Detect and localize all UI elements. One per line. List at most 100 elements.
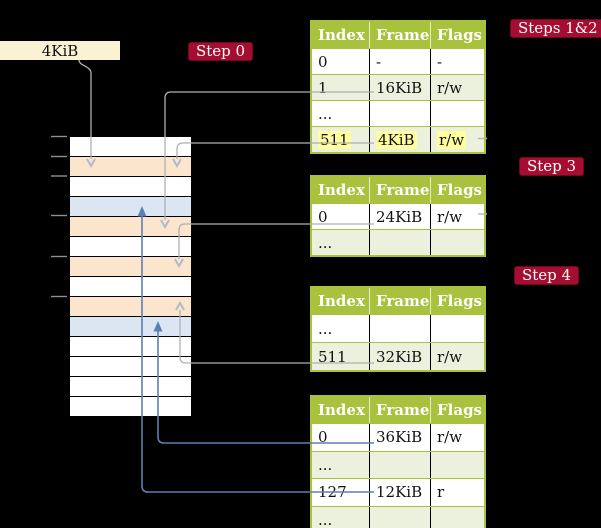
header-flags: Flags	[430, 397, 484, 423]
cell-value: 0	[318, 52, 328, 71]
table-cell: 511	[312, 127, 369, 152]
memory-frame-row	[70, 317, 191, 337]
steps-1-2-label: Steps 1&2	[510, 19, 601, 38]
table-header: Index Frame Flags	[312, 22, 484, 48]
table-body: ... 511 32KiB r/w	[312, 314, 484, 370]
table-cell: 0	[312, 204, 369, 229]
table-body: 0 24KiB r/w...	[312, 203, 484, 255]
table-cell: r	[430, 479, 484, 506]
table-cell: r/w	[430, 75, 484, 100]
cell-value: 12KiB	[376, 483, 423, 502]
table-row: ...	[312, 505, 484, 528]
table-row: ...	[312, 100, 484, 126]
table-cell: 4KiB	[369, 127, 430, 152]
memory-frame-row	[70, 377, 191, 397]
table-cell: 0	[312, 424, 369, 451]
step-0-label: Step 0	[188, 42, 254, 61]
table-cell: 0	[312, 49, 369, 74]
table-cell	[430, 101, 484, 126]
cell-value: r/w	[437, 207, 463, 226]
table-cell	[430, 230, 484, 255]
table-cell: ...	[312, 506, 369, 528]
memory-frame-row	[70, 357, 191, 377]
table-row: 0 24KiB r/w	[312, 203, 484, 229]
cell-value: r/w	[437, 78, 463, 97]
memory-frame-row	[70, 177, 191, 197]
table-cell	[369, 230, 430, 255]
table-cell	[430, 506, 484, 528]
memory-frame-row	[70, 297, 191, 317]
header-index: Index	[318, 292, 365, 310]
table-cell: ...	[312, 101, 369, 126]
table-row: ...	[312, 229, 484, 255]
cell-value: r	[437, 483, 445, 502]
table-cell	[369, 506, 430, 528]
cell-value: 0	[318, 428, 328, 447]
table-body: 0 - - 1 16KiB r/w... 511 4KiB r/w	[312, 48, 484, 152]
table-cell: 127	[312, 479, 369, 506]
table-cell: ...	[312, 315, 369, 342]
table-cell	[369, 451, 430, 478]
memory-frame-row	[70, 197, 191, 217]
cell-value: ...	[318, 510, 333, 528]
header-flags: Flags	[430, 22, 484, 48]
cell-value: -	[376, 52, 382, 71]
frame-size-box: 4KiB	[0, 41, 120, 60]
table-cell: 32KiB	[369, 343, 430, 370]
table-row: 127 12KiB r	[312, 478, 484, 506]
page-table-step-3: Index Frame Flags 0 24KiB r/w...	[310, 175, 486, 257]
header-index: Index	[318, 26, 365, 44]
cell-value: r/w	[437, 130, 467, 149]
memory-frame-row	[70, 157, 191, 177]
step-3-label: Step 3	[519, 157, 585, 176]
cell-value: 511	[318, 347, 347, 366]
cell-value: r/w	[437, 347, 463, 366]
memory-tick-marks	[51, 135, 67, 298]
step-4-label: Step 4	[514, 266, 580, 285]
table-cell: 12KiB	[369, 479, 430, 506]
cell-value: 32KiB	[376, 347, 423, 366]
cell-value: -	[437, 52, 443, 71]
page-table-step-4: Index Frame Flags ... 511 32KiB r/w	[310, 286, 486, 372]
table-cell: 24KiB	[369, 204, 430, 229]
cell-value: 511	[318, 130, 351, 149]
table-cell: ...	[312, 230, 369, 255]
cell-value: 127	[318, 483, 347, 502]
table-cell	[369, 101, 430, 126]
header-flags: Flags	[430, 177, 484, 203]
table-row: ...	[312, 314, 484, 342]
table-header: Index Frame Flags	[312, 177, 484, 203]
header-index: Index	[318, 181, 365, 199]
physical-memory-column	[69, 136, 192, 417]
table-header: Index Frame Flags	[312, 288, 484, 314]
table-header: Index Frame Flags	[312, 397, 484, 423]
memory-frame-row	[70, 337, 191, 357]
cell-value: 1	[318, 78, 328, 97]
memory-frame-row	[70, 137, 191, 157]
cell-value: 24KiB	[376, 207, 423, 226]
frame-size-label: 4KiB	[41, 41, 79, 60]
table-cell: 36KiB	[369, 424, 430, 451]
header-frame: Frame	[369, 397, 430, 423]
page-table-steps-1-2: Index Frame Flags 0 - - 1 16KiB r/w... 511 4KiB…	[310, 20, 486, 154]
table-cell: r/w	[430, 343, 484, 370]
cell-value: ...	[318, 319, 333, 338]
header-flags: Flags	[430, 288, 484, 314]
table-cell: -	[430, 49, 484, 74]
table-cell: r/w	[430, 127, 484, 152]
cell-value: 36KiB	[376, 428, 423, 447]
table-cell	[369, 315, 430, 342]
memory-frame-row	[70, 217, 191, 237]
cell-value: ...	[318, 104, 333, 123]
table-cell: 16KiB	[369, 75, 430, 100]
header-frame: Frame	[369, 22, 430, 48]
table-row: 511 4KiB r/w	[312, 126, 484, 152]
header-frame: Frame	[369, 177, 430, 203]
table-row: 1 16KiB r/w	[312, 74, 484, 100]
cell-value: 0	[318, 207, 328, 226]
memory-frame-row	[70, 257, 191, 277]
